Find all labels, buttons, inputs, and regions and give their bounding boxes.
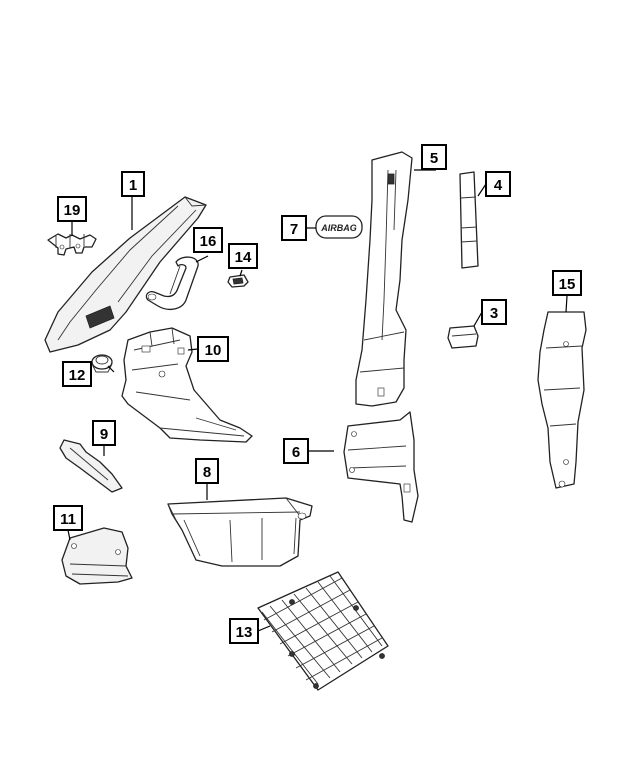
part-5-pillar-trim [355, 151, 413, 407]
callout-9-label: 9 [100, 426, 108, 443]
airbag-badge-text: AIRBAG [320, 223, 357, 233]
callout-6-label: 6 [292, 444, 300, 461]
callout-11-label: 11 [60, 511, 76, 528]
callout-8: 8 [195, 458, 219, 484]
callout-13: 13 [229, 618, 259, 644]
part-11-lower-trim [61, 527, 133, 585]
callout-8-label: 8 [203, 464, 211, 481]
callout-4-label: 4 [494, 177, 503, 194]
callout-10: 10 [197, 336, 229, 362]
callout-5-label: 5 [430, 150, 438, 167]
callout-10-label: 10 [205, 342, 222, 359]
callout-15-label: 15 [559, 276, 576, 293]
callout-14: 14 [228, 243, 258, 269]
part-15-quarter-trim [537, 311, 587, 489]
part-4-trim-strip [459, 171, 479, 269]
callout-16: 16 [193, 227, 223, 253]
callout-6: 6 [283, 438, 309, 464]
part-9-trim-piece [59, 439, 123, 493]
callout-12: 12 [62, 361, 92, 387]
part-6-lower-pillar-trim [343, 411, 419, 523]
callout-19: 19 [57, 196, 87, 222]
callout-3: 3 [481, 299, 507, 325]
callout-15: 15 [552, 270, 582, 296]
part-3-cap [447, 325, 479, 349]
callout-19-label: 19 [64, 202, 81, 219]
callout-5: 5 [421, 144, 447, 170]
part-1-a-pillar-trim [44, 196, 207, 353]
callout-12-label: 12 [69, 367, 86, 384]
callout-7: 7 [281, 215, 307, 241]
callout-16-label: 16 [200, 233, 217, 250]
callout-3-label: 3 [490, 305, 498, 322]
part-14-clip [227, 274, 249, 288]
part-10-quarter-trim [121, 327, 253, 443]
callout-1-label: 1 [129, 177, 137, 194]
part-19-clips [47, 233, 97, 256]
part-16-grab-handle [145, 256, 199, 311]
callout-9: 9 [92, 420, 116, 446]
part-12-plug [91, 354, 113, 373]
part-8-storage-bin [167, 497, 313, 567]
callout-1: 1 [121, 171, 145, 197]
part-7-airbag-badge: AIRBAG [315, 215, 363, 239]
callout-13-label: 13 [236, 624, 253, 641]
callout-14-label: 14 [235, 249, 252, 266]
callout-11: 11 [53, 505, 83, 531]
callout-7-label: 7 [290, 221, 298, 238]
callout-4: 4 [485, 171, 511, 197]
part-13-floor-mat [257, 571, 389, 691]
